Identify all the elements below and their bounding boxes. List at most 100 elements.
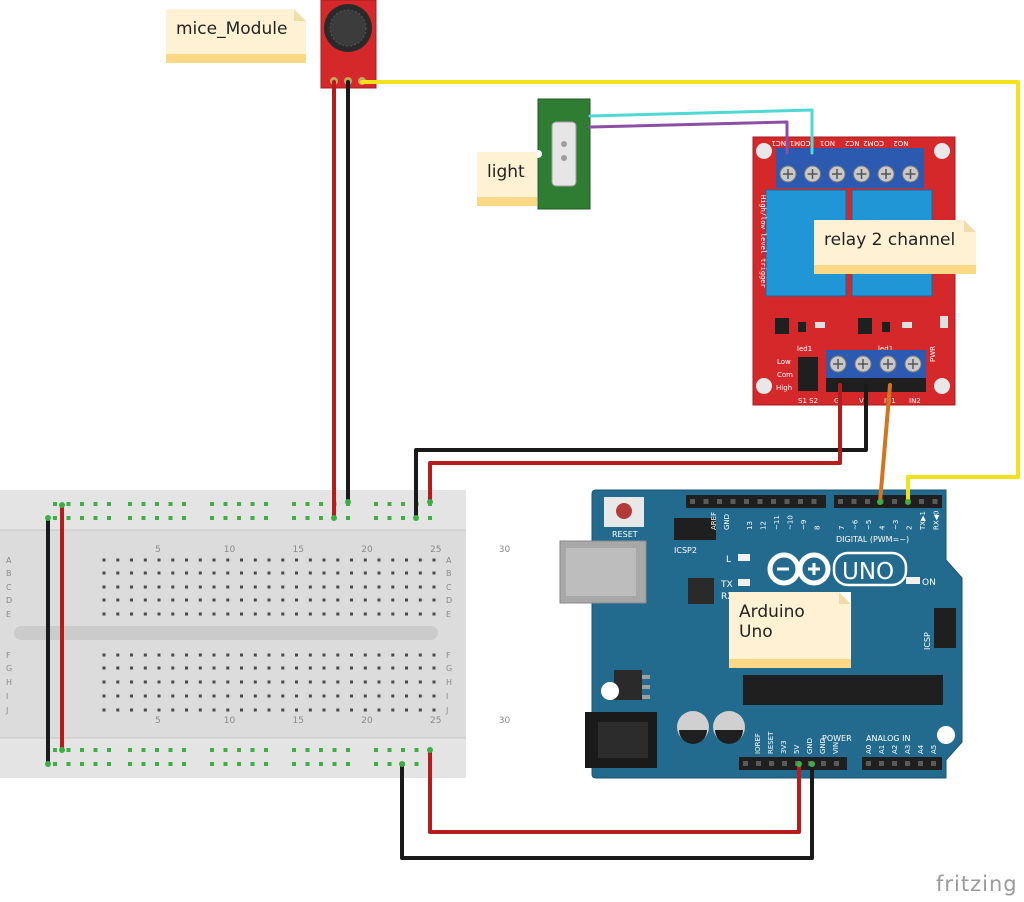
header-hole — [892, 761, 897, 766]
breadboard-hole — [102, 558, 106, 562]
header-hole — [879, 761, 884, 766]
breadboard-rail-hole — [53, 516, 57, 520]
header-hole — [769, 761, 774, 766]
breadboard-hole — [102, 653, 106, 657]
note-arduino-text: Arduino Uno — [739, 602, 805, 642]
breadboard-hole — [130, 585, 133, 589]
breadboard-hole — [185, 598, 188, 602]
breadboard-hole — [212, 585, 216, 589]
breadboard-hole — [418, 612, 422, 616]
digital-pin-label: 4 — [879, 525, 887, 530]
breadboard-row-letter: H — [446, 678, 452, 687]
breadboard-rail-hole — [107, 502, 111, 506]
header-hole — [743, 761, 748, 766]
breadboard-hole — [363, 558, 367, 562]
breadboard-hole — [240, 571, 243, 575]
atmega-chip — [743, 675, 943, 705]
breadboard-column-number: 30 — [499, 716, 511, 726]
breadboard-hole — [157, 653, 161, 657]
header-hole — [931, 761, 936, 766]
header-hole — [892, 499, 897, 504]
breadboard-hole — [432, 598, 436, 602]
breadboard-rail-hole — [66, 502, 71, 506]
reset-label: RESET — [612, 530, 638, 539]
breadboard-rail-hole — [80, 762, 84, 766]
breadboard-hole — [102, 571, 106, 575]
breadboard-hole — [102, 680, 106, 684]
breadboard-hole — [240, 598, 243, 602]
breadboard-hole — [281, 666, 285, 670]
breadboard-hole — [226, 653, 230, 657]
relay-high-label: High — [776, 384, 792, 392]
breadboard-hole — [363, 666, 367, 670]
breadboard-hole — [185, 558, 188, 562]
header-hole — [918, 761, 923, 766]
breadboard-hole — [377, 680, 381, 684]
breadboard-rail-hole — [168, 748, 173, 752]
breadboard-hole — [198, 653, 202, 657]
digital-pin-label: 7 — [838, 526, 846, 530]
breadboard-hole — [157, 558, 161, 562]
breadboard-hole — [363, 571, 367, 575]
breadboard-hole — [336, 694, 340, 698]
breadboard-hole — [226, 558, 230, 562]
breadboard-rail-hole — [128, 502, 132, 506]
breadboard-rail-hole — [155, 748, 159, 752]
breadboard-hole — [322, 680, 326, 684]
relay-pwr-label: PWR — [929, 346, 937, 362]
breadboard-hole — [308, 598, 312, 602]
breadboard-rail-hole — [374, 748, 378, 752]
breadboard-hole — [171, 680, 175, 684]
breadboard-hole — [363, 612, 367, 616]
header-hole — [784, 499, 790, 504]
breadboard-hole — [143, 666, 147, 670]
led-rx-label: RX — [721, 592, 733, 602]
breadboard-rail-hole — [93, 516, 98, 520]
breadboard-hole — [308, 653, 312, 657]
breadboard-rail-hole — [128, 762, 132, 766]
breadboard-rail-hole — [250, 762, 255, 766]
breadboard-rail-hole — [168, 762, 173, 766]
breadboard-row-letter: D — [6, 596, 12, 605]
breadboard-hole — [198, 612, 202, 616]
breadboard-rail-hole — [53, 502, 57, 506]
breadboard-hole — [130, 666, 133, 670]
digital-pin-label: ~10 — [787, 515, 795, 530]
wire-purple-lamp-to-relay — [588, 120, 789, 155]
breadboard-rail-hole — [401, 502, 405, 506]
breadboard-hole — [130, 680, 133, 684]
breadboard-rail-hole — [141, 748, 146, 752]
breadboard-rail-hole — [128, 516, 132, 520]
breadboard-rail-hole — [387, 516, 392, 520]
breadboard-hole — [281, 694, 285, 698]
breadboard-rail-hole — [210, 748, 214, 752]
breadboard-rail-hole — [182, 748, 186, 752]
breadboard-rail-hole — [305, 748, 310, 752]
breadboard-hole — [226, 612, 230, 616]
power-pin-label: GND — [819, 738, 827, 754]
breadboard-hole — [405, 612, 408, 616]
breadboard-hole — [405, 571, 408, 575]
breadboard-hole — [226, 680, 230, 684]
breadboard-hole — [171, 585, 175, 589]
breadboard-hole — [198, 585, 202, 589]
note-arduino-line1: Arduino — [739, 602, 805, 622]
reset-button[interactable] — [616, 503, 632, 519]
breadboard-row-letter: H — [6, 678, 12, 687]
breadboard-hole — [377, 694, 381, 698]
breadboard-hole — [432, 558, 436, 562]
breadboard-hole — [157, 598, 161, 602]
breadboard-hole — [281, 585, 285, 589]
breadboard-row-letter: G — [446, 664, 452, 673]
relay-s1s2-label: S1 S2 — [798, 397, 818, 405]
breadboard-rail-hole — [223, 516, 228, 520]
breadboard-hole — [212, 598, 216, 602]
breadboard-hole — [240, 558, 243, 562]
note-relay: relay 2 channel — [814, 220, 976, 274]
digital-pin-label: TX▶1 — [919, 511, 927, 531]
